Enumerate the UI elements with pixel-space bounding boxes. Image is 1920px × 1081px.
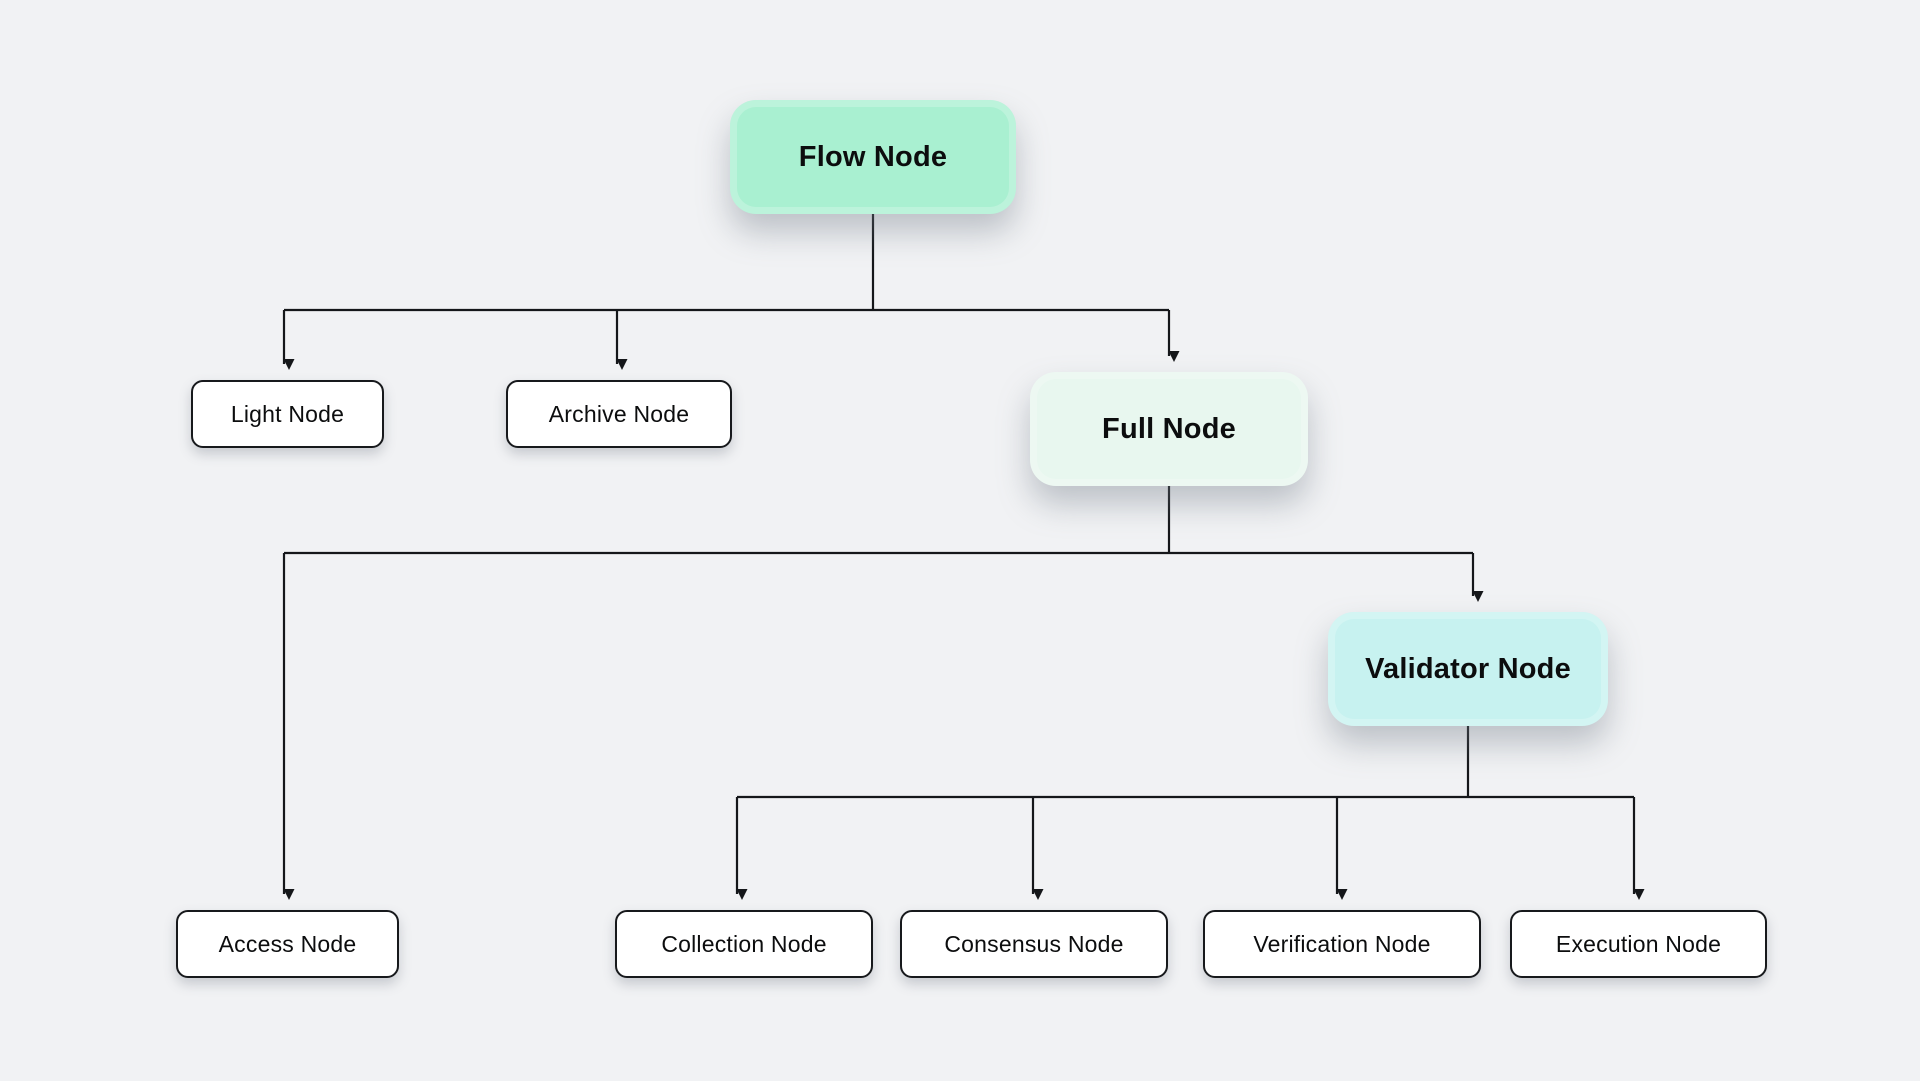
node-full: Full Node [1030,372,1308,486]
node-access: Access Node [176,910,399,978]
node-archive: Archive Node [506,380,732,448]
node-validator: Validator Node [1328,612,1608,726]
node-consensus: Consensus Node [900,910,1168,978]
node-execution: Execution Node [1510,910,1767,978]
node-collection: Collection Node [615,910,873,978]
node-verification: Verification Node [1203,910,1481,978]
node-flow: Flow Node [730,100,1016,214]
node-light: Light Node [191,380,384,448]
